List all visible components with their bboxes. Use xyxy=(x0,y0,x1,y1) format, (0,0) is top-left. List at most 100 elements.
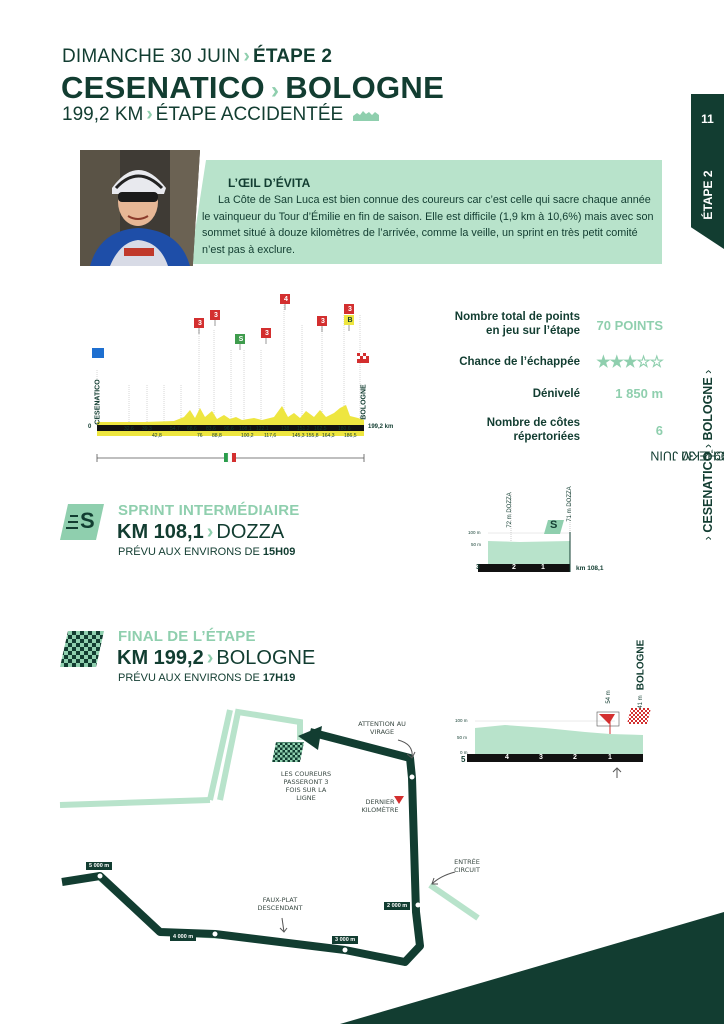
note-faux-plat: FAUX-PLAT DESCENDANT xyxy=(257,896,303,912)
climb-flag-4: 4 xyxy=(284,296,288,303)
km-label: 68,6 xyxy=(187,426,197,432)
evita-text: La Côte de San Luca est bien connue des … xyxy=(202,194,654,256)
route-end: BOLOGNE xyxy=(285,70,445,105)
km-label: 32,6 xyxy=(124,426,134,432)
marker-2000: 2 000 m xyxy=(384,902,411,910)
finish-flag-icon xyxy=(60,631,104,672)
stage-day: DIMANCHE 30 JUIN xyxy=(62,46,241,67)
sprint-icon: S xyxy=(60,504,104,545)
profile-end-label: BOLOGNE xyxy=(354,382,374,422)
km-label: 151,2 xyxy=(297,426,310,432)
stat-escape-label: Chance de l’échappée xyxy=(459,356,580,368)
side-end: BOLOGNE xyxy=(700,377,715,441)
stage-date-line: DIMANCHE 30 JUIN›ÉTAPE 2 xyxy=(62,46,332,68)
profile-zero: 0 xyxy=(88,424,92,430)
final-time-line: PRÉVU AUX ENVIRONS DE 17H19 xyxy=(118,672,295,684)
marker-5000: 5 000 m xyxy=(86,862,113,870)
chevron-icon: › xyxy=(206,647,214,669)
note-attention: ATTENTION AU VIRAGE xyxy=(358,720,406,736)
km-label: 138 xyxy=(281,426,290,432)
km-label: 88,8 xyxy=(212,433,222,439)
final-mini-y2: 50 m xyxy=(457,735,468,740)
stat-points-value: 70 POINTS xyxy=(596,318,663,333)
stage-type: ÉTAPE ACCIDENTÉE xyxy=(155,104,344,125)
chevron-icon: › xyxy=(270,77,280,104)
chevron-icon: › xyxy=(206,521,214,543)
profile-km-labels: 32,6 39,3 54,7 68,6 83,6 96,6 108,1 122,… xyxy=(84,426,404,440)
final-mini-y1: 100 m xyxy=(455,718,468,723)
sprint-mini-profile: S 72 m DOZZA 71 m DOZZA 100 m 50 m 3 2 1… xyxy=(460,472,630,582)
sprint-mini-tick: 1 xyxy=(541,564,545,571)
km-label: 117,6 xyxy=(264,433,277,439)
side-stage: ÉTAPE 2 xyxy=(691,160,724,230)
sprint-title: SPRINT INTERMÉDIAIRE xyxy=(118,502,300,519)
stats-panel: Nombre total de points en jeu sur l’étap… xyxy=(430,310,666,450)
final-km: KM 199,2 xyxy=(117,647,204,669)
km-label: 100,2 xyxy=(241,433,254,439)
note-passage: LES COUREURS PASSERONT 3 FOIS SUR LA LIG… xyxy=(280,770,332,802)
star-rating-icon: ★★★☆☆ xyxy=(596,354,664,371)
page-number: 11 xyxy=(701,112,714,126)
profile-total: 199,2 km xyxy=(368,424,394,430)
finish-circuit-map: ATTENTION AU VIRAGE LES COUREURS PASSERO… xyxy=(0,700,724,1024)
sprint-place: DOZZA xyxy=(216,521,285,543)
stage-distance-line: 199,2 KM›ÉTAPE ACCIDENTÉE xyxy=(62,104,379,126)
km-label: 180,6 xyxy=(338,426,351,432)
sprint-icon-letter: S xyxy=(80,508,95,533)
km-label: 155,8 xyxy=(306,433,319,439)
profile-start-label: CESENATICO xyxy=(88,379,108,425)
final-mini-tick: 3 xyxy=(539,754,543,761)
climb-flag-2: 3 xyxy=(214,312,218,319)
side-route: DIMANCHE 30 JUIN › CESENATICO › BOLOGNE … xyxy=(650,255,724,655)
final-mini-finish-name: BOLOGNE xyxy=(629,630,653,700)
final-mini-y3: 0 m xyxy=(460,750,468,755)
climb-flag-3: 3 xyxy=(265,330,269,337)
km-label: 164,3 xyxy=(322,433,335,439)
sprint-mini-tick: 2 xyxy=(512,564,516,571)
stage-distance: 199,2 KM xyxy=(62,104,144,125)
hilly-stage-icon xyxy=(352,110,379,121)
sprint-mini-y1: 100 m xyxy=(468,530,481,535)
sprint-mini-y2: 50 m xyxy=(471,542,482,547)
stat-points-label: Nombre total de points en jeu sur l’étap… xyxy=(430,310,580,338)
km-label: 83,6 xyxy=(206,426,216,432)
sprint-mini-label2: 71 m DOZZA xyxy=(560,474,580,534)
km-label: 108,1 xyxy=(239,426,252,432)
profile-start: CESENATICO xyxy=(94,379,102,425)
km-label: 76 xyxy=(197,433,203,439)
stat-label-line: Nombre total de points xyxy=(454,311,580,323)
profile-end: BOLOGNE xyxy=(360,384,368,420)
marker-3000: 3 000 m xyxy=(332,936,359,944)
side-tab xyxy=(691,94,724,249)
climb-flag-1: 3 xyxy=(198,320,202,327)
sprint-time-line: PRÉVU AUX ENVIRONS DE 15H09 xyxy=(118,546,295,558)
final-mini-tick: 5 xyxy=(461,755,466,764)
final-km-line: KM 199,2›BOLOGNE xyxy=(117,647,315,670)
stat-elevation-value: 1 850 m xyxy=(615,386,663,401)
sprint-mini-km: km 108,1 xyxy=(576,565,604,572)
final-mini-tick: 4 xyxy=(505,754,509,761)
sprint-mini-flag: S xyxy=(550,519,558,531)
route-start: CESENATICO xyxy=(61,70,265,105)
final-mini-profile: BOLOGNE 54 m 41 m 100 m 50 m 0 m 5 4 3 2… xyxy=(445,620,660,785)
km-label: 162,5 xyxy=(314,426,327,432)
final-time: 17H19 xyxy=(262,672,296,684)
rider-photo xyxy=(80,150,200,266)
side-start: CESENATICO xyxy=(700,451,715,533)
bonus-flag: B xyxy=(347,317,353,324)
stat-label-line: en jeu sur l’étape xyxy=(486,325,580,337)
climb-flag-5: 3 xyxy=(321,318,325,325)
final-time-label: PRÉVU AUX ENVIRONS DE xyxy=(118,672,260,684)
stage-number: ÉTAPE 2 xyxy=(252,46,333,67)
km-label: 145,3 xyxy=(292,433,305,439)
sprint-mini-tick: 3 xyxy=(476,564,480,571)
stage-profile: 3 3 S 3 4 3 3 B CESENATICO BOLOGNE 0 199… xyxy=(84,290,404,465)
km-label: 122,1 xyxy=(256,426,269,432)
evita-title: L’ŒIL D’ÉVITA xyxy=(228,176,311,190)
note-dernier: DERNIER KILOMÈTRE xyxy=(361,798,399,814)
km-label: 186,5 xyxy=(344,433,357,439)
chevron-icon: › xyxy=(146,104,153,125)
climb-flag-6: 3 xyxy=(348,306,352,313)
km-label: 54,7 xyxy=(170,426,180,432)
side-distance: 199,2 KM xyxy=(680,448,724,462)
